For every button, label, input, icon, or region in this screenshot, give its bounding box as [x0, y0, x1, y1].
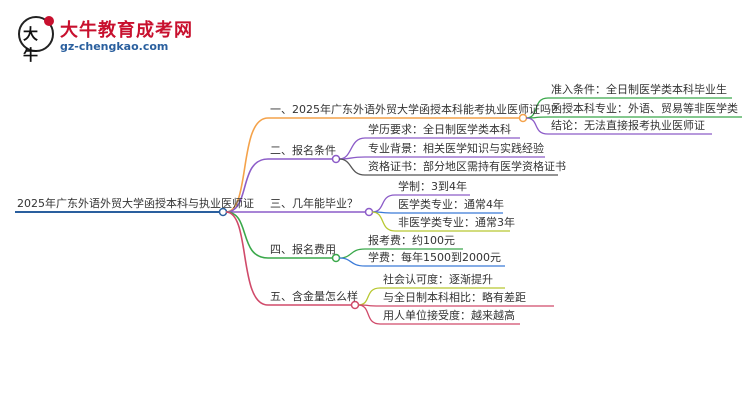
leaf-connector — [338, 158, 366, 176]
leaf-label-4-1: 报考费：约100元 — [368, 234, 455, 247]
leaf-label-4-2: 学费：每年1500到2000元 — [368, 251, 501, 264]
branch-label-4: 四、报名费用 — [270, 243, 336, 256]
branch-label-5: 五、含金量怎么样 — [270, 290, 358, 303]
branch-connector — [225, 211, 269, 259]
branch-label-3: 三、几年能毕业？ — [270, 197, 358, 210]
leaf-label-2-3: 资格证书：部分地区需持有医学资格证书 — [368, 160, 566, 173]
leaf-connector — [371, 194, 396, 213]
logo-badge-icon: 大牛 — [18, 16, 54, 64]
site-logo[interactable]: 大牛 大牛教育成考网 gz-chengkao.com — [18, 14, 208, 64]
leaf-connector — [357, 304, 381, 325]
branch-node — [364, 207, 374, 217]
branch-connector — [225, 211, 269, 306]
leaf-connector — [338, 248, 366, 259]
leaf-connector — [371, 211, 396, 232]
branch-label-1: 一、2025年广东外语外贸大学函授本科能考执业医师证吗？ — [270, 103, 562, 116]
leaf-label-1-2: 函授本科专业：外语、贸易等非医学类 — [551, 102, 738, 115]
leaf-label-3-2: 医学类专业：通常4年 — [398, 198, 504, 211]
branch-connector — [225, 158, 269, 213]
branch-label-2: 二、报名条件 — [270, 144, 336, 157]
leaf-label-2-1: 学历要求：全日制医学类本科 — [368, 123, 511, 136]
logo-title: 大牛教育成考网 — [60, 20, 193, 41]
logo-url: gz-chengkao.com — [60, 40, 169, 53]
leaf-label-1-1: 准入条件：全日制医学类本科毕业生 — [551, 83, 727, 96]
logo-dot-icon — [44, 16, 54, 26]
leaf-label-5-1: 社会认可度：逐渐提升 — [383, 273, 493, 286]
leaf-connector — [525, 117, 549, 135]
leaf-label-3-3: 非医学类专业：通常3年 — [398, 216, 515, 229]
leaf-label-2-2: 专业背景：相关医学知识与实践经验 — [368, 142, 544, 155]
logo-badge-text: 大牛 — [23, 25, 39, 64]
leaf-label-3-1: 学制：3到4年 — [398, 180, 467, 193]
leaf-connector — [338, 137, 366, 160]
leaf-connector — [338, 257, 366, 267]
leaf-label-5-3: 用人单位接受度：越来越高 — [383, 309, 515, 322]
leaf-label-5-2: 与全日制本科相比：略有差距 — [383, 291, 526, 304]
root-label: 2025年广东外语外贸大学函授本科与执业医师证 — [17, 197, 254, 210]
leaf-label-1-3: 结论：无法直接报考执业医师证 — [551, 119, 705, 132]
leaf-connector — [357, 287, 381, 306]
branch-connector — [225, 117, 269, 213]
